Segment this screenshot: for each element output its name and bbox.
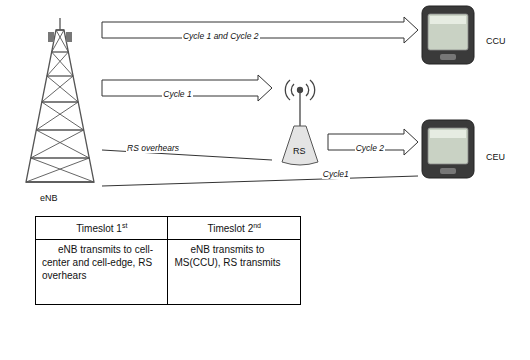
ordinal-suffix: nd (253, 222, 261, 229)
table-cell-text: Timeslot 1 (76, 223, 122, 234)
ordinal-suffix: st (122, 222, 127, 229)
mobile-phone: CEU (418, 118, 478, 184)
hollow-arrow (102, 17, 418, 43)
edge-label: Cycle 1 (162, 89, 192, 99)
timeslot-table: Timeslot 1st Timeslot 2nd eNB transmits … (35, 216, 301, 305)
edge-label: Cycle1 (322, 169, 350, 179)
edge-label-holder: Cycle1 (322, 163, 350, 181)
hollow-arrow (102, 75, 272, 101)
signal-line (102, 176, 418, 186)
node-label: CCU (486, 36, 506, 46)
base-station: eNB (18, 12, 102, 202)
edge-label-holder: Cycle 2 (355, 137, 385, 155)
relay-station: RS (272, 76, 328, 168)
edge-label: Cycle 2 (355, 143, 385, 153)
edge-label-holder: Cycle 1 and Cycle 2 (182, 25, 260, 43)
node-label: RS (293, 146, 306, 156)
table-cell-text: eNB transmits to MS(CCU), RS transmits (174, 244, 280, 268)
edge-label-holder: RS overhears (126, 137, 180, 155)
table-header-cell: Timeslot 1st (36, 217, 168, 240)
node-illustration (418, 118, 478, 180)
table-header-cell: Timeslot 2nd (168, 217, 301, 240)
table-body-cell: eNB transmits to cell-center and cell-ed… (36, 240, 168, 305)
node-illustration (418, 4, 478, 66)
node-label: eNB (40, 193, 58, 203)
hollow-arrow (328, 129, 418, 155)
node-illustration (18, 12, 102, 187)
table-cell-text: eNB transmits to cell-center and cell-ed… (42, 244, 153, 281)
mobile-phone: CCU (418, 4, 478, 66)
table-cell-text: Timeslot 2 (207, 223, 253, 234)
edge-label: Cycle 1 and Cycle 2 (182, 31, 260, 41)
node-label: CEU (486, 152, 505, 162)
edge-label: RS overhears (126, 143, 180, 153)
edge-label-holder: Cycle 1 (162, 83, 192, 101)
table-body-cell: eNB transmits to MS(CCU), RS transmits (168, 240, 301, 305)
